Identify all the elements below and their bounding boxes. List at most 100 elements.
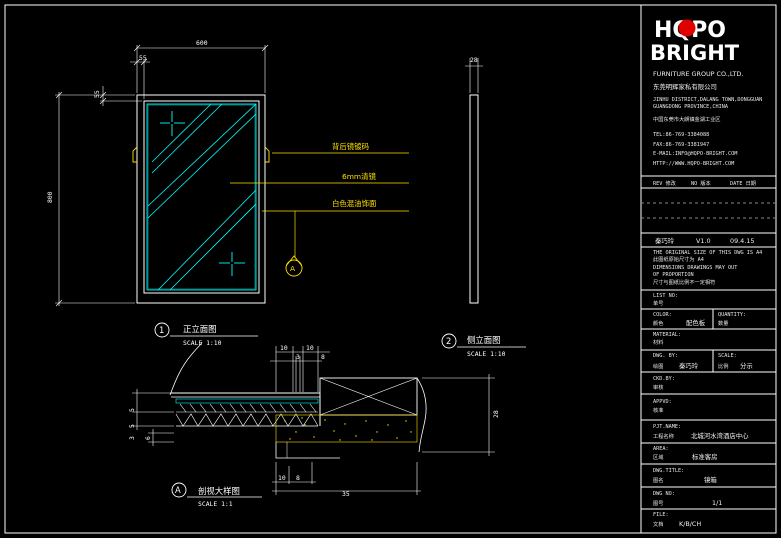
note-1: THE ORIGINAL SIZE OF THIS DWG IS A4 [653,250,762,256]
field-area-val: 标准客房 [692,452,718,461]
field-project: PJT.NAME: [653,424,681,430]
side-profile [469,94,479,304]
dim-detail-11: 6 [144,436,152,440]
field-area: AREA: [653,446,669,452]
dim-detail-8: 8 [296,474,300,482]
company-logo: HQPO BRIGHT [650,18,740,65]
section-marker [285,259,303,277]
field-project-cn: 工程名称 [653,432,674,440]
dim-detail-4: 8 [321,353,325,361]
dim-front-inset-x: 55 [139,54,147,62]
glass-layer [175,398,319,404]
note-5: 尺寸与图纸比例不一定相符 [653,278,715,286]
field-file-cn: 文档 [653,520,663,528]
field-ckd-by: CKD.BY: [653,376,675,382]
field-dwg-title-val: 镜箱 [704,475,717,484]
right-break-line [416,377,427,453]
front-title-bubble [154,322,170,338]
section-detail: 28 10 10 3 8 10 8 35 [128,341,500,508]
addr-en-2: GUANGDONG PROVINCE,CHINA [653,104,729,110]
fax: FAX:86-769-3381947 [653,142,709,148]
field-color: COLOR: [653,312,672,318]
field-material: MATERIAL: [653,332,681,338]
field-appvd-cn: 核准 [653,406,663,414]
mirror-outer-frame [136,94,266,304]
side-title-bubble [441,333,457,349]
addr-en-1: JINHU DISTRICT,DALANG TOWN,DONGGUAN [653,97,762,103]
callout-mirror-mount: 背后镜镀码 [332,142,369,151]
dim-detail-10: 3 [128,436,136,440]
dim-detail-2: 10 [306,344,314,352]
side-title-number: 2 [446,336,451,346]
mount-marker-top [160,111,185,136]
front-title-number: 1 [159,325,164,335]
field-list-no-cn: 单号 [653,299,663,307]
company-cn: 东莞明辉家私有限公司 [653,82,717,91]
dim-detail-9: 5 [128,424,136,428]
side-title: 侧立面图 [467,335,501,345]
backing-board [175,413,319,427]
sheet-border [4,4,777,534]
dim-front-inset-y: 55 [93,90,101,98]
dim-side-depth: 28 [470,56,478,64]
dim-detail-1: 10 [280,344,288,352]
mirror-hatch-strip [176,403,318,413]
tel: TEL:86-769-3384088 [653,132,709,138]
field-dwg-by-cn: 绘图 [653,362,663,370]
rev-version: V1.0 [696,237,711,245]
dim-front-width: 600 [196,39,208,47]
rev-date: 09.4.15 [730,237,754,245]
mirror-inner-frame [143,100,260,294]
note-4: OF PROPORTION [653,272,694,278]
rev-author: 秦巧玲 [655,236,675,245]
front-title: 正立面图 [183,324,217,334]
front-elevation: 600 55 800 55 背后镜镀码 6mm清镜 白色混油饰面 A [46,39,409,347]
lower-step [275,442,340,459]
note-2: 此图纸原始尺寸为 A4 [653,255,704,263]
side-elevation: 28 2 侧立面图 SCALE 1:10 [441,56,526,358]
dim-detail-7: 5 [128,408,136,412]
field-ckd-by-cn: 审核 [653,383,663,391]
group-name: FURNITURE GROUP CO.,LTD. [653,70,743,78]
section-marker-label: A [290,264,295,273]
dim-detail-3: 3 [296,353,300,361]
rev-header: REV 修改 [653,179,677,187]
left-clip [132,146,138,163]
concrete-dots [284,417,412,441]
mirror-glass [146,103,257,291]
note-3: DIMENSIONS DRAWINGS MAY OUT [653,265,737,271]
field-dwg-title: DWG.TITLE: [653,468,684,474]
date-header: DATE 日期 [730,180,756,187]
email: E-MAIL:INFO@HQPO-BRIGHT.COM [653,151,737,157]
field-file-val: K/B/CH [679,520,701,528]
logo-red-dot [678,19,696,37]
detail-title-marker: A [175,485,181,495]
field-list-no: LIST NO: [653,293,678,299]
dim-detail-6: 35 [342,490,350,498]
dim-detail-5: 10 [278,474,286,482]
concrete-fill [275,414,418,443]
field-scale-val: 分示 [740,361,753,370]
field-dwg-no-val: 1/1 [712,499,722,507]
field-material-cn: 材料 [653,338,663,346]
callout-mirror-glass: 6mm清镜 [342,172,376,181]
dim-detail-depth: 28 [492,410,500,418]
field-project-val: 北城河水湾酒店中心 [691,431,749,440]
title-block: HQPO BRIGHT FURNITURE GROUP CO.,LTD. 东莞明… [640,5,776,533]
detail-title-bubble [171,482,187,498]
field-dwg-no: DWG NO: [653,491,675,497]
field-color-cn: 颜色 [653,319,663,327]
field-area-cn: 区域 [653,453,663,461]
right-clip [264,146,270,163]
field-appvd: APPVD: [653,399,672,405]
front-scale: SCALE 1:10 [183,339,222,347]
glass-reflection-lines [147,103,257,291]
field-file: FILE: [653,512,669,518]
field-dwg-by: DWG. BY: [653,353,678,359]
field-dwg-title-cn: 图名 [653,476,663,484]
section-marker-arrow [285,255,303,267]
field-quantity-cn: 数量 [718,319,728,327]
dim-front-height: 800 [46,191,54,203]
logo-line2: BRIGHT [650,41,740,65]
